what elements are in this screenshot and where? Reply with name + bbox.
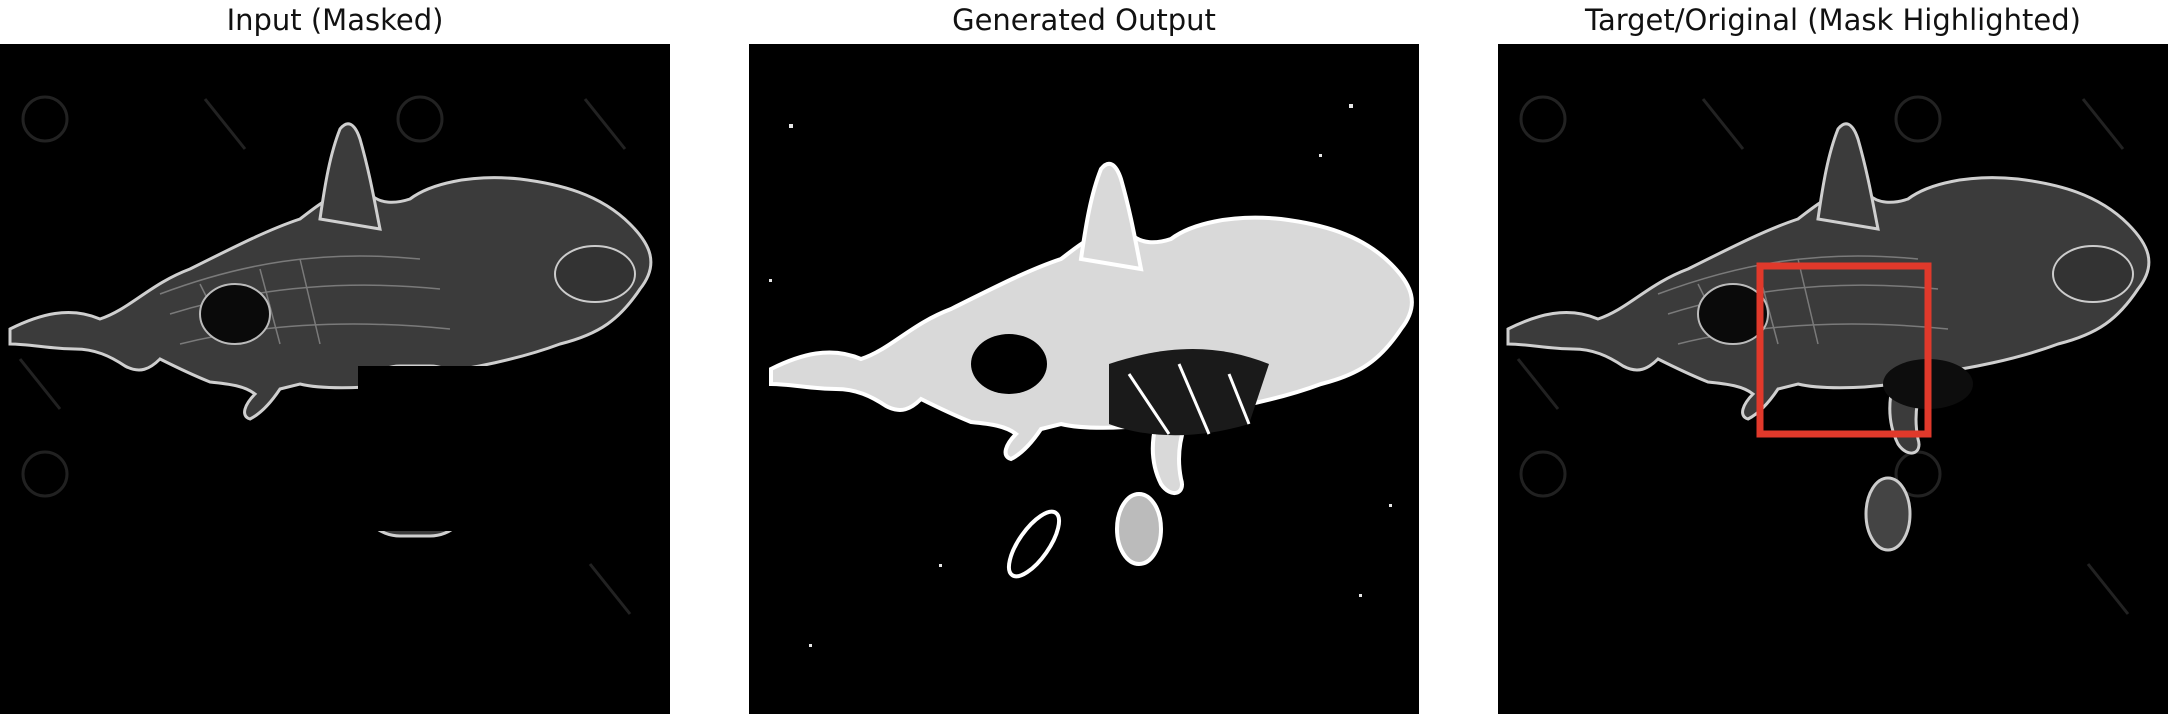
whale-edge-image [1506,95,2151,615]
whale-edge-image [8,95,653,615]
panel-input-masked: Input (Masked) [0,0,670,716]
panel-generated-output: Generated Output [749,0,1419,716]
target-original-image [1498,44,2168,714]
panel-title: Target/Original (Mask Highlighted) [1585,3,2081,37]
panel-target-original: Target/Original (Mask Highlighted) [1498,0,2168,716]
masked-input-image [0,44,670,714]
panel-title: Input (Masked) [226,3,444,37]
panel-title: Generated Output [952,3,1216,37]
whale-binary-image [769,104,1414,647]
generated-output-image [749,44,1419,714]
mask-highlight-box [1756,262,1932,438]
